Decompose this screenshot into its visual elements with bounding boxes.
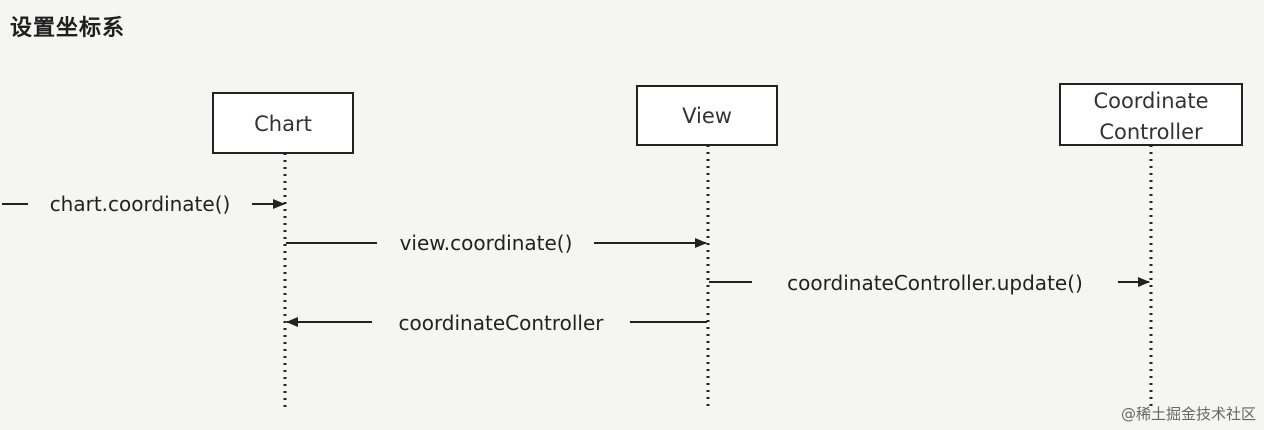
participant-chart: Chart — [212, 92, 354, 154]
participant-label-coordinate-line2: Controller — [1099, 120, 1203, 144]
participant-label-chart: Chart — [254, 112, 312, 136]
participant-label-coordinate-line1: Coordinate — [1093, 89, 1208, 113]
message-coordinate-controller-update: coordinateController.update() — [709, 271, 1150, 295]
message-return-coordinate-controller: coordinateController — [286, 311, 707, 335]
message-label-3: coordinateController.update() — [787, 271, 1083, 295]
participant-box-view — [636, 85, 778, 146]
message-label-2: view.coordinate() — [400, 231, 573, 255]
diagram-title: 设置坐标系 — [10, 16, 126, 41]
message-label-1: chart.coordinate() — [50, 192, 231, 216]
message-chart-coordinate: chart.coordinate() — [2, 192, 285, 216]
participant-box-coordinate-controller — [1059, 83, 1243, 146]
message-view-coordinate: view.coordinate() — [286, 231, 707, 255]
participant-coordinate-controller: Coordinate Controller — [1059, 83, 1243, 146]
participant-view: View — [636, 85, 778, 146]
message-label-4: coordinateController — [398, 311, 604, 335]
participant-box-chart — [212, 92, 354, 154]
participant-label-view: View — [682, 104, 732, 128]
watermark-footer: @稀土掘金技术社区 — [1120, 405, 1256, 423]
